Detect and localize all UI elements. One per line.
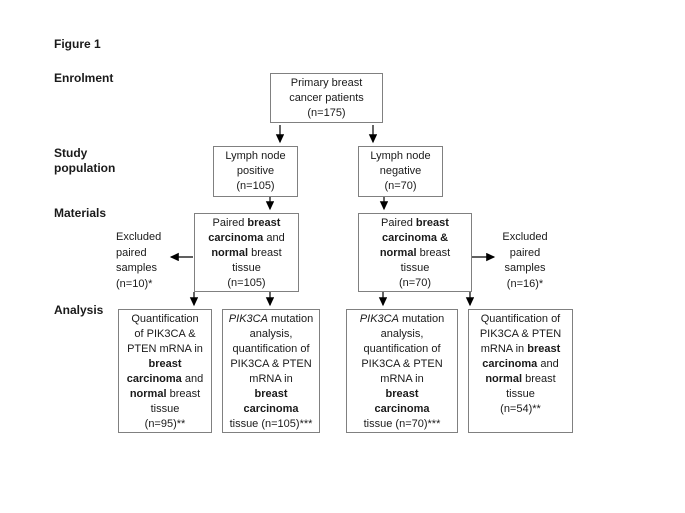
stage-label-study-population: Study population [54,146,116,175]
stage-label-enrolment: Enrolment [54,71,114,85]
stage-label-analysis: Analysis [54,303,104,317]
stage-label-materials: Materials [54,206,107,220]
figure-title: Figure 1 [54,37,101,51]
